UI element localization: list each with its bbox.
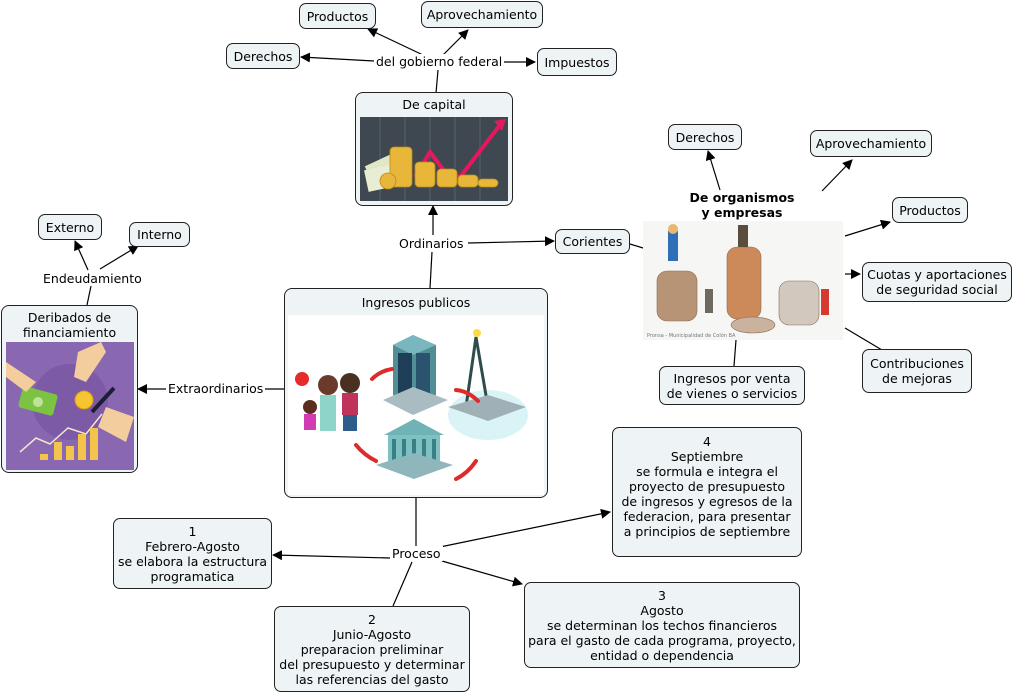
node-interno[interactable]: Interno (129, 222, 190, 247)
node-aprovechamiento-federal[interactable]: Aprovechamiento (421, 1, 543, 28)
node-deribados-title: Deribados de financiamiento (22, 310, 117, 340)
link-gobierno-aprovechamiento (442, 29, 469, 56)
link-endeudamiento-interno (99, 245, 139, 270)
node-organismos-empresas-title[interactable]: De organismos y empresas (689, 190, 795, 220)
link-label-gobierno-federal: del gobierno federal (374, 54, 505, 69)
image-caption: Pronsa - Municipalidad de Colón BA (647, 332, 736, 339)
node-productos-organismos[interactable]: Productos (892, 197, 968, 223)
link-ingresos-ordinarios (429, 251, 433, 289)
link-deribados-endeudamiento (86, 285, 92, 306)
node-externo[interactable]: Externo (38, 214, 102, 240)
node-impuestos-federal[interactable]: Impuestos (537, 48, 617, 76)
link-org-productos (844, 219, 891, 237)
coins-growth-image (360, 117, 508, 201)
node-paso-2[interactable]: 2 Junio-Agosto preparacion preliminar de… (274, 606, 470, 692)
node-corientes[interactable]: Corientes (555, 229, 630, 254)
node-paso-3[interactable]: 3 Agosto se determinan los techos financ… (524, 582, 800, 668)
link-proceso-paso3 (441, 560, 523, 587)
link-label-proceso: Proceso (390, 546, 443, 561)
node-derechos-federal[interactable]: Derechos (226, 43, 300, 69)
public-revenue-cycle-image (288, 315, 544, 495)
link-gobierno-productos (367, 28, 424, 56)
link-gobierno-derechos (300, 52, 375, 63)
link-proceso-paso4 (439, 508, 611, 548)
link-label-ordinarios: Ordinarios (397, 236, 466, 251)
node-de-capital-title: De capital (402, 97, 466, 112)
link-proceso-paso2 (392, 561, 413, 607)
link-ordinarios-corientes (467, 236, 555, 247)
node-de-capital[interactable]: De capital (355, 92, 513, 206)
node-contribuciones-mejoras[interactable]: Contribuciones de mejoras (862, 349, 972, 393)
link-proceso-paso1 (272, 550, 391, 561)
link-corientes-organismos (629, 243, 644, 249)
link-org-derechos (705, 150, 721, 191)
link-label-extraordinarios: Extraordinarios (166, 381, 266, 396)
node-aprovechamiento-organismos[interactable]: Aprovechamiento (810, 130, 932, 157)
node-productos-federal[interactable]: Productos (299, 3, 376, 29)
link-endeudamiento-externo (74, 240, 89, 271)
node-ingresos-publicos-title: Ingresos publicos (361, 295, 471, 310)
link-org-aprovechamiento (821, 159, 853, 192)
financing-hands-image (6, 342, 134, 470)
node-derechos-organismos[interactable]: Derechos (668, 124, 742, 150)
link-org-venta (733, 339, 737, 367)
link-capital-gobierno (435, 69, 439, 94)
coins-workers-image: Pronsa - Municipalidad de Colón BA (643, 221, 843, 340)
node-ingresos-venta[interactable]: Ingresos por venta de vienes o servicios (659, 366, 805, 405)
node-ingresos-publicos[interactable]: Ingresos publicos (284, 288, 548, 498)
node-paso-1[interactable]: 1 Febrero-Agosto se elabora la estructur… (113, 518, 272, 589)
node-deribados-financiamiento[interactable]: Deribados de financiamiento (1, 305, 138, 473)
node-paso-4[interactable]: 4 Septiembre se formula e integra el pro… (612, 427, 802, 557)
link-label-endeudamiento: Endeudamiento (41, 271, 144, 286)
node-cuotas-seguridad-social[interactable]: Cuotas y aportaciones de seguridad socia… (862, 262, 1012, 302)
link-org-contribuciones (844, 327, 883, 351)
